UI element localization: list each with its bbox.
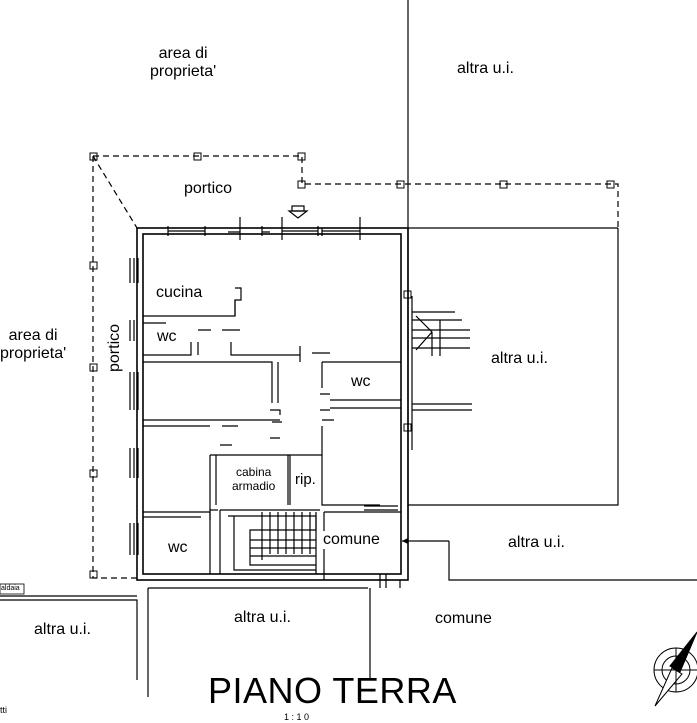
label-side-tag: aldaia	[1, 585, 20, 592]
label-comune-inside: comune	[323, 531, 380, 550]
label-cucina: cucina	[156, 284, 203, 301]
label-altra-right-mid: altra u.i.	[491, 350, 548, 367]
windows-left	[129, 258, 139, 555]
plan-scale: 1 : 1 0	[284, 712, 310, 722]
label-portico-left: portico	[106, 323, 123, 372]
side-tag-box	[0, 583, 25, 595]
label-altra-top-right: altra u.i.	[457, 60, 514, 77]
label-altra-bottom-mid: altra u.i.	[234, 609, 291, 626]
label-altra-bottom-left: altra u.i.	[34, 621, 91, 638]
plan-title: PIANO TERRA	[208, 670, 457, 711]
label-area-left: area di proprieta'	[0, 327, 67, 363]
neighbour-boundary-lower-right	[448, 541, 697, 581]
label-portico-top: portico	[184, 180, 233, 197]
neighbour-stairs	[411, 296, 472, 450]
label-altra-right-low: altra u.i.	[508, 534, 565, 551]
label-area-top: area di proprieta'	[150, 45, 217, 81]
label-rip: rip.	[295, 471, 316, 488]
north-arrow-icon	[653, 631, 697, 707]
label-comune-bottom: comune	[435, 610, 492, 627]
entrance-arrow-icon	[402, 538, 408, 544]
label-cabina-armadio: cabina armadio	[232, 465, 276, 493]
bottom-boundaries	[0, 580, 401, 697]
interior-walls	[143, 287, 401, 680]
label-corner-tag: tti	[0, 705, 8, 715]
outer-walls	[136, 227, 409, 581]
windows-top	[167, 205, 361, 240]
label-wc-2: wc	[351, 373, 371, 390]
label-wc-1: wc	[157, 328, 177, 345]
label-wc-3: wc	[168, 539, 188, 556]
